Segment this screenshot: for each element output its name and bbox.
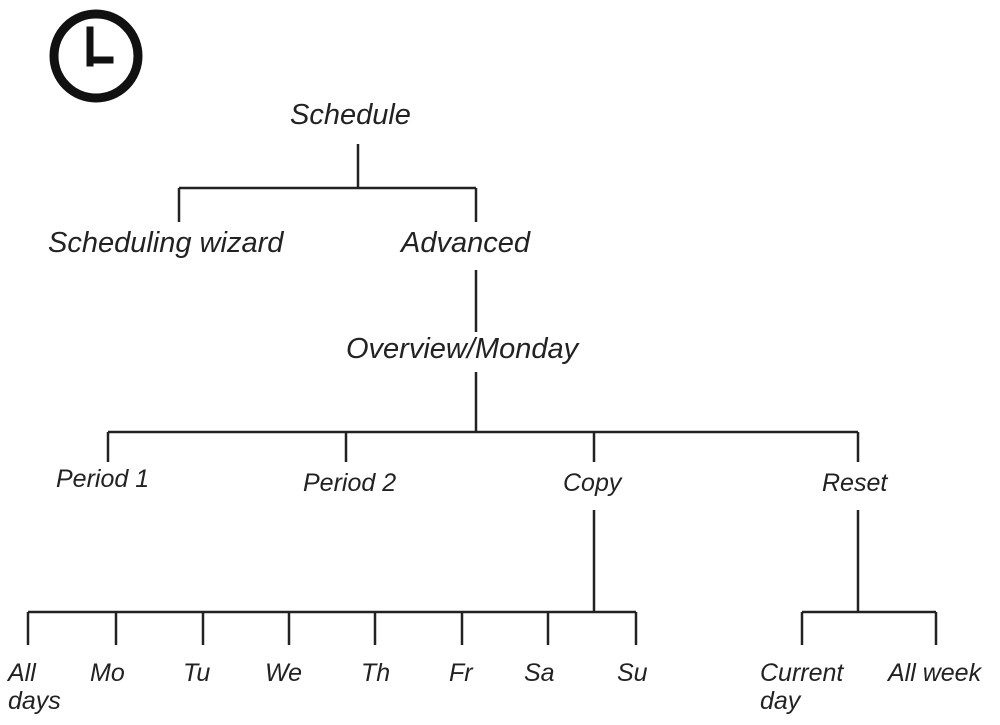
node-tu: Tu bbox=[183, 659, 211, 687]
node-advanced: Advanced bbox=[401, 227, 530, 259]
node-su: Su bbox=[617, 659, 648, 687]
node-scheduling-wizard: Scheduling wizard bbox=[48, 227, 284, 259]
node-reset: Reset bbox=[822, 469, 888, 497]
node-all-days: All days bbox=[8, 659, 61, 715]
node-sa: Sa bbox=[524, 659, 555, 687]
node-all-week: All week bbox=[888, 659, 982, 687]
node-current-day: Current day bbox=[760, 659, 844, 715]
node-copy: Copy bbox=[563, 469, 622, 497]
node-period-2: Period 2 bbox=[303, 469, 397, 497]
node-mo: Mo bbox=[90, 659, 125, 687]
node-schedule: Schedule bbox=[290, 99, 411, 131]
node-overview-monday: Overview/Monday bbox=[346, 333, 579, 365]
node-th: Th bbox=[361, 659, 391, 687]
node-period-1: Period 1 bbox=[56, 465, 150, 493]
node-we: We bbox=[265, 659, 303, 687]
clock-icon bbox=[49, 9, 143, 103]
node-fr: Fr bbox=[449, 659, 473, 687]
